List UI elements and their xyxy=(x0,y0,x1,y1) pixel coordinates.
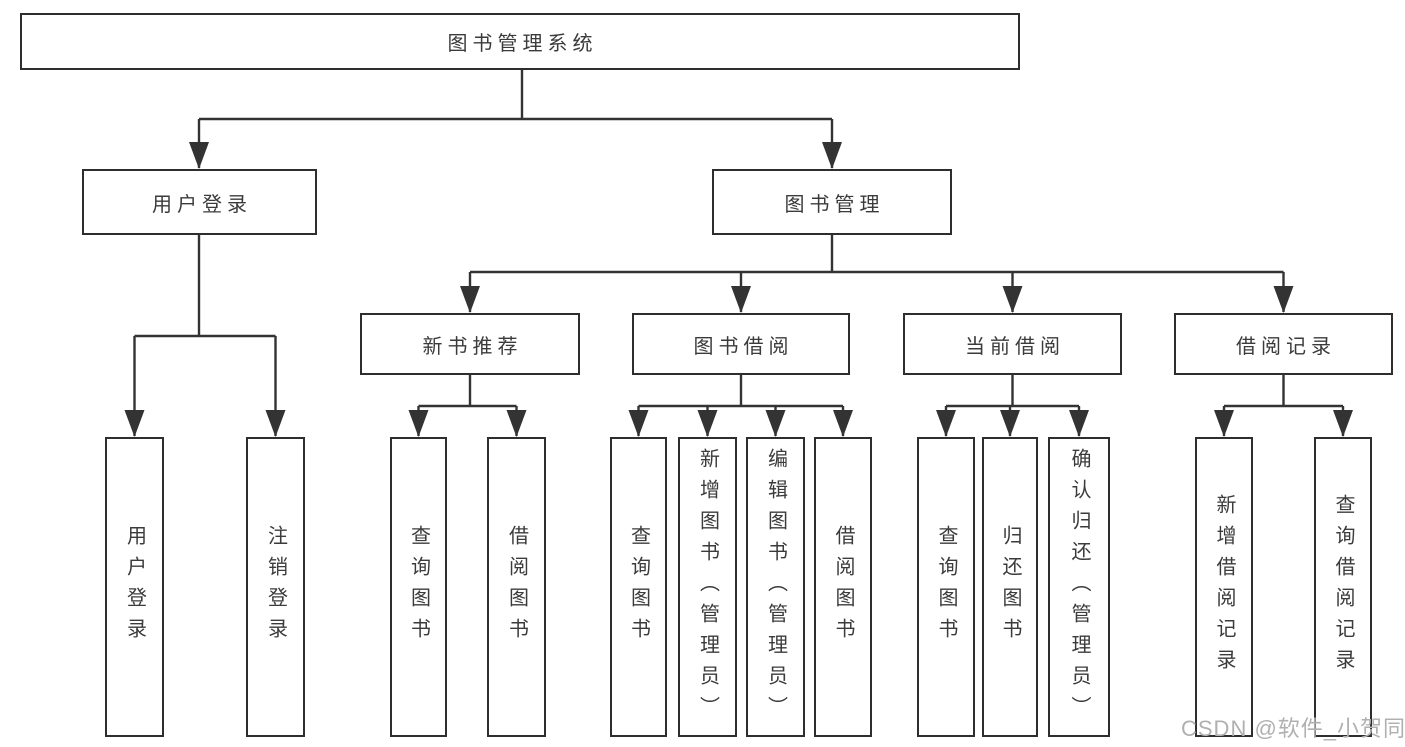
leaf-confirm-return-admin-label: 确认归还（管理员） xyxy=(1068,447,1090,727)
connector-book-borrow-group xyxy=(637,375,845,436)
leaf-edit-books-admin-label: 编辑图书（管理员） xyxy=(764,447,787,727)
leaf-return-books-label: 归还图书 xyxy=(999,525,1021,649)
leaf-query-books-1: 查询图书 xyxy=(390,437,447,737)
node-book-borrow: 图书借阅 xyxy=(632,313,850,375)
leaf-query-borrow-record-label: 查询借阅记录 xyxy=(1332,494,1354,680)
leaf-borrow-books-2: 借阅图书 xyxy=(814,437,872,737)
arrowhead-book-borrow xyxy=(731,286,751,313)
leaf-add-borrow-record-label: 新增借阅记录 xyxy=(1213,494,1235,680)
arrowhead-g3-c3 xyxy=(765,410,786,437)
leaf-query-books-3: 查询图书 xyxy=(917,437,975,737)
node-book-management-label: 图书管理 xyxy=(784,193,885,216)
node-user-login-label: 用户登录 xyxy=(152,193,252,216)
connector-user-login-branch xyxy=(133,235,277,436)
leaf-query-books-2: 查询图书 xyxy=(610,437,667,737)
arrowhead-g3-c4 xyxy=(833,410,853,437)
node-current-borrow: 当前借阅 xyxy=(903,313,1122,375)
arrowhead-g3-c2 xyxy=(697,410,718,437)
node-book-management: 图书管理 xyxy=(712,169,952,235)
connector-root-stem xyxy=(197,70,834,168)
csdn-watermark: CSDN @软件_小贺同学 xyxy=(1181,716,1405,741)
leaf-return-books: 归还图书 xyxy=(982,437,1038,737)
leaf-query-books-2-label: 查询图书 xyxy=(627,525,650,649)
arrowhead-g3-c1 xyxy=(628,410,649,437)
connector-borrow-records-group xyxy=(1222,375,1345,436)
node-borrow-records-label: 借阅记录 xyxy=(1236,335,1336,358)
leaf-user-login: 用户登录 xyxy=(105,437,164,737)
node-borrow-records: 借阅记录 xyxy=(1174,313,1393,375)
leaf-logout-label: 注销登录 xyxy=(264,525,287,649)
node-current-borrow-label: 当前借阅 xyxy=(965,335,1065,358)
leaf-logout: 注销登录 xyxy=(246,437,305,737)
arrowhead-g4-c3 xyxy=(1069,410,1089,437)
leaf-borrow-books-2-label: 借阅图书 xyxy=(832,525,854,649)
leaf-borrow-books-1: 借阅图书 xyxy=(487,437,546,737)
arrowhead-g5-c2 xyxy=(1333,410,1353,437)
leaf-edit-books-admin: 编辑图书（管理员） xyxy=(746,437,805,737)
leaf-add-books-admin-label: 新增图书（管理员） xyxy=(696,447,719,727)
leaf-borrow-books-1-label: 借阅图书 xyxy=(505,525,528,649)
leaf-add-borrow-record: 新增借阅记录 xyxy=(1195,437,1253,737)
arrowhead-g4-c2 xyxy=(1000,410,1020,437)
arrowhead-current-borrow xyxy=(1002,286,1023,313)
connector-book-management-branch xyxy=(468,235,1285,312)
node-root-label: 图书管理系统 xyxy=(447,33,598,55)
leaf-confirm-return-admin: 确认归还（管理员） xyxy=(1048,437,1110,737)
arrowhead-g2-c1 xyxy=(408,410,429,437)
arrowhead-borrow-records xyxy=(1273,286,1294,313)
node-root: 图书管理系统 xyxy=(20,13,1020,70)
leaf-query-borrow-record: 查询借阅记录 xyxy=(1314,437,1372,737)
arrowhead-book-management xyxy=(822,142,842,169)
arrowhead-user-login xyxy=(189,142,209,169)
node-new-book-recommend: 新书推荐 xyxy=(360,313,580,375)
node-book-borrow-label: 图书借阅 xyxy=(693,335,794,358)
arrowhead-g5-c1 xyxy=(1214,410,1234,437)
node-new-book-recommend-label: 新书推荐 xyxy=(422,335,523,358)
arrowhead-new-book xyxy=(460,286,480,313)
connector-new-book-group xyxy=(417,375,518,436)
arrowhead-g4-c1 xyxy=(936,410,956,437)
leaf-user-login-label: 用户登录 xyxy=(123,525,146,649)
leaf-add-books-admin: 新增图书（管理员） xyxy=(678,437,737,737)
arrowhead-g2-c2 xyxy=(506,410,527,437)
leaf-query-books-3-label: 查询图书 xyxy=(935,525,957,649)
arrowhead-leaf-logout xyxy=(265,410,286,437)
leaf-query-books-1-label: 查询图书 xyxy=(407,525,430,649)
arrowhead-leaf-login xyxy=(124,410,145,437)
node-user-login: 用户登录 xyxy=(82,169,317,235)
